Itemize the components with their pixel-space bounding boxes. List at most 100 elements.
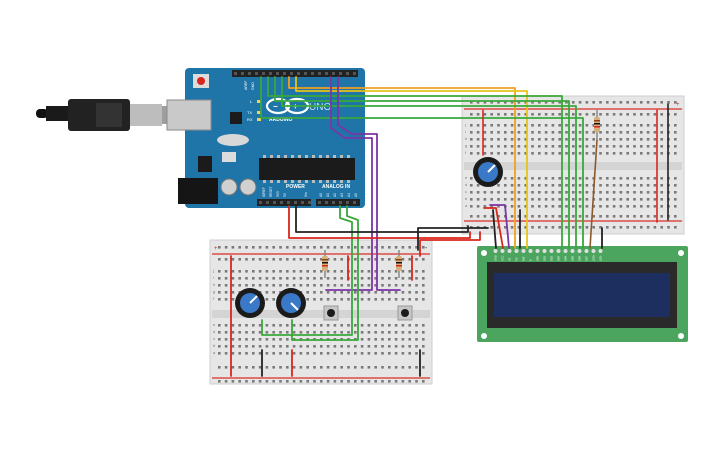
breadboard-hole: [354, 258, 357, 261]
breadboard-hole: [381, 258, 384, 261]
breadboard-hole: [483, 198, 487, 201]
breadboard-hole: [612, 184, 616, 187]
breadboard-hole: [558, 113, 561, 116]
breadboard-hole: [401, 258, 405, 261]
breadboard-hole: [578, 215, 582, 218]
breadboard-hole: [524, 198, 527, 201]
breadboard-hole: [504, 101, 507, 104]
breadboard-hole: [640, 205, 643, 208]
breadboard-hole: [578, 226, 582, 229]
breadboard-hole: [333, 352, 337, 355]
breadboard-hole: [640, 184, 643, 187]
breadboard-hole: [490, 113, 493, 116]
breadboard-hole: [619, 138, 623, 141]
breadboard-hole: [333, 277, 337, 280]
breadboard-hole: [313, 331, 316, 334]
breadboard-hole: [218, 324, 221, 327]
breadboard-hole: [504, 113, 507, 116]
breadboard-hole: [660, 177, 663, 180]
breadboard-hole: [326, 324, 330, 327]
breadboard-hole: [653, 124, 657, 127]
breadboard-hole: [646, 124, 650, 127]
breadboard-hole: [599, 113, 602, 116]
breadboard-hole: [354, 324, 357, 327]
breadboard-hole: [544, 198, 548, 201]
breadboard-hole: [612, 145, 616, 148]
row-letter: d: [213, 329, 215, 334]
header-pin: [294, 201, 297, 204]
breadboard-hole: [326, 298, 330, 301]
breadboard-hole: [599, 191, 602, 194]
breadboard-hole: [367, 277, 371, 280]
breadboard-hole: [633, 205, 636, 208]
breadboard-hole: [633, 101, 636, 104]
breadboard-hole: [408, 270, 411, 273]
usb-cable: [36, 99, 172, 131]
header-pin: [248, 72, 251, 75]
breadboard-hole: [258, 331, 262, 334]
breadboard-hole: [279, 380, 282, 383]
breadboard-hole: [381, 246, 384, 249]
breadboard-hole: [510, 184, 514, 187]
breadboard-hole: [347, 380, 350, 383]
breadboard-hole: [612, 191, 616, 194]
lcd-pin: [535, 249, 540, 253]
breadboard-hole: [497, 138, 500, 141]
breadboard-hole: [394, 338, 398, 341]
breadboard-hole: [231, 331, 235, 334]
breadboard-hole: [374, 345, 377, 348]
chip-pin: [263, 180, 266, 183]
breadboard-hole: [490, 101, 493, 104]
breadboard-hole: [238, 366, 241, 369]
breadboard-hole: [265, 258, 269, 261]
breadboard-hole: [231, 258, 235, 261]
breadboard-hole: [408, 284, 411, 287]
breadboard-hole: [279, 277, 282, 280]
wire-green-2: [274, 76, 570, 249]
breadboard-hole: [381, 277, 384, 280]
breadboard-hole: [585, 226, 589, 229]
breadboard-hole: [517, 198, 521, 201]
breadboard-hole: [252, 324, 255, 327]
breadboard-hole: [333, 380, 337, 383]
breadboard-hole: [626, 138, 629, 141]
breadboard-hole: [408, 324, 411, 327]
breadboard-hole: [592, 124, 595, 127]
potentiometer-contrast: [473, 157, 503, 187]
breadboard-hole: [272, 345, 275, 348]
wire-green-1: [267, 76, 563, 249]
breadboard-hole: [544, 205, 548, 208]
breadboard-hole: [258, 352, 262, 355]
breadboard-hole: [510, 152, 514, 155]
breadboard-hole: [272, 331, 275, 334]
breadboard-hole: [633, 138, 636, 141]
breadboard-hole: [476, 198, 480, 201]
breadboard-hole: [320, 291, 323, 294]
breadboard-hole: [320, 284, 323, 287]
breadboard-hole: [224, 345, 228, 348]
breadboard-hole: [551, 177, 555, 180]
breadboard-hole: [415, 352, 418, 355]
breadboard-hole: [408, 352, 411, 355]
breadboard-hole: [633, 131, 636, 134]
header-pin: [325, 201, 328, 204]
breadboard-hole: [374, 338, 377, 341]
chip-pin: [298, 155, 301, 158]
row-letter: c: [213, 336, 215, 341]
breadboard-hole: [415, 291, 418, 294]
breadboard-hole: [401, 345, 405, 348]
pushbutton-1: [323, 305, 339, 321]
breadboard-hole: [333, 291, 337, 294]
breadboard-hole: [510, 226, 514, 229]
breadboard-hole: [578, 205, 582, 208]
breadboard-hole: [333, 324, 337, 327]
breadboard-hole: [320, 298, 323, 301]
breadboard-hole: [646, 191, 650, 194]
breadboard-hole: [510, 145, 514, 148]
breadboard-hole: [394, 366, 398, 369]
breadboard-hole: [558, 138, 561, 141]
breadboard-hole: [252, 366, 255, 369]
breadboard-hole: [231, 270, 235, 273]
breadboard-hole: [517, 177, 521, 180]
breadboard-hole: [313, 258, 316, 261]
